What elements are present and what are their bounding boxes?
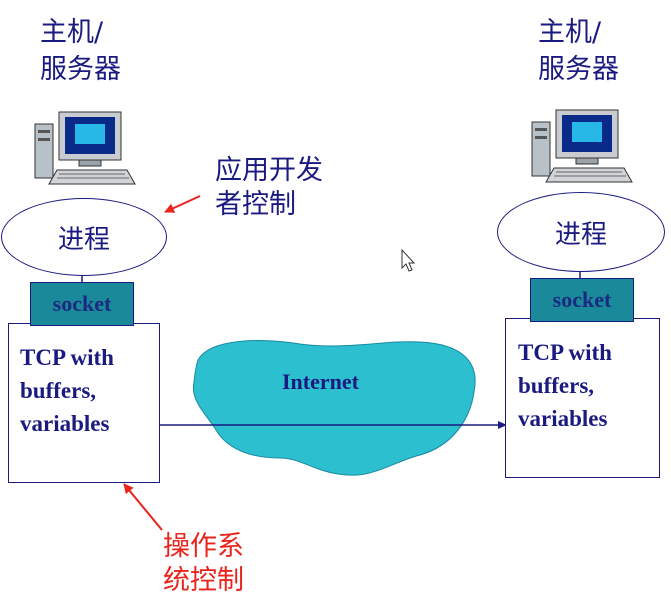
computer-icon <box>34 111 136 185</box>
os-control-arrow <box>123 483 163 531</box>
tcp-box-right <box>505 318 660 478</box>
internet-label: Internet <box>282 369 359 394</box>
tcp-text-left: TCP with buffers, variables <box>20 345 114 436</box>
tcp-text-right: TCP with buffers, variables <box>518 340 612 431</box>
host-title-left: 主机/ 服务器 <box>40 17 121 85</box>
internet-cloud <box>192 340 476 476</box>
host-title-right: 主机/ 服务器 <box>538 17 619 85</box>
mouse-cursor-icon <box>401 248 416 272</box>
computer-icon <box>531 109 633 183</box>
app-control-arrow <box>164 195 201 213</box>
os-control-label: 操作系 统控制 <box>163 531 244 596</box>
process-right: 进程 <box>497 192 665 272</box>
app-control-label: 应用开发 者控制 <box>215 155 323 220</box>
socket-right: socket <box>530 278 634 322</box>
process-left: 进程 <box>1 198 167 276</box>
socket-left: socket <box>30 282 134 326</box>
